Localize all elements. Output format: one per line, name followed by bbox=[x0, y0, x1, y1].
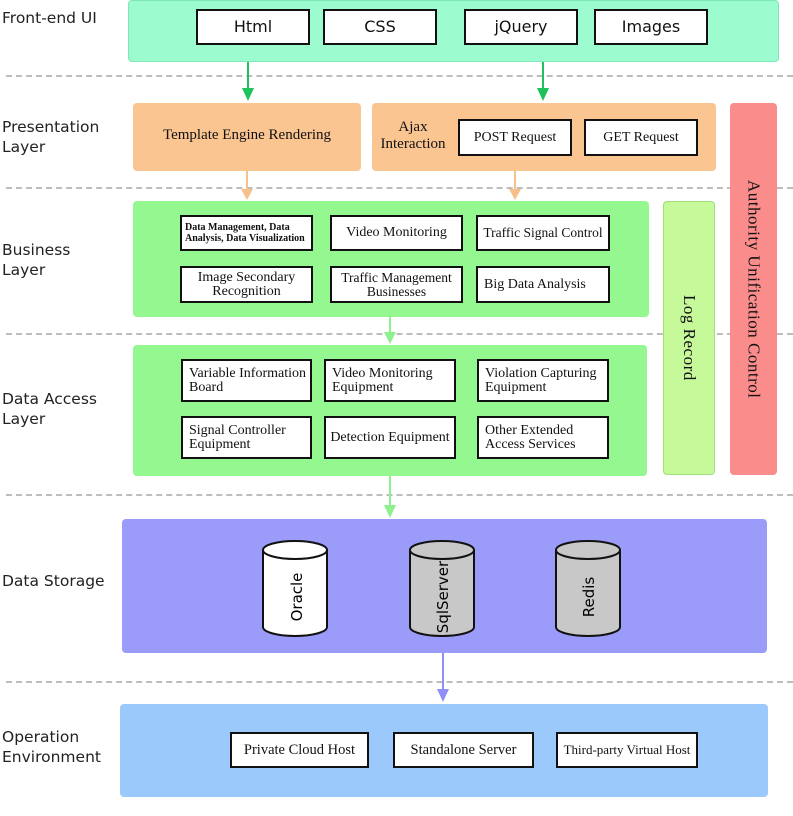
business-item-data-management: Data Management, Data Analysis, Data Vis… bbox=[180, 215, 313, 251]
layer-label-storage: Data Storage bbox=[2, 572, 105, 590]
log-record-panel: Log Record bbox=[663, 201, 715, 475]
layer-label-operation: Operation Environment bbox=[2, 728, 101, 766]
arrow-storage-to-operation bbox=[437, 653, 449, 702]
arrow-access-to-storage bbox=[384, 476, 396, 518]
arrow-template-to-business bbox=[241, 171, 253, 200]
business-item-traffic-management: Traffic Management Businesses bbox=[330, 266, 463, 303]
business-item-big-data: Big Data Analysis bbox=[476, 266, 610, 303]
db-label-oracle: Oracle bbox=[288, 573, 306, 622]
access-item-violation-capturing: Violation Capturing Equipment bbox=[477, 359, 609, 402]
database-oracle-icon: Oracle bbox=[262, 540, 328, 637]
db-label-redis: Redis bbox=[580, 577, 598, 618]
arrow-frontend-to-template bbox=[242, 62, 254, 101]
template-engine-label: Template Engine Rendering bbox=[162, 127, 332, 143]
post-request-box: POST Request bbox=[458, 119, 572, 156]
ajax-label: Ajax Interaction bbox=[380, 119, 446, 152]
template-engine-panel bbox=[133, 103, 361, 171]
separator bbox=[6, 494, 793, 496]
operation-item-standalone: Standalone Server bbox=[393, 732, 534, 768]
frontend-item-css: CSS bbox=[323, 9, 437, 45]
access-item-video-equipment: Video Monitoring Equipment bbox=[324, 359, 456, 402]
db-label-sqlserver: SqlServer bbox=[434, 560, 452, 633]
layer-label-frontend: Front-end UI bbox=[2, 9, 97, 27]
authority-label: Authority Unification Control bbox=[744, 179, 764, 399]
authority-panel: Authority Unification Control bbox=[730, 103, 777, 475]
layer-label-business: Business Layer bbox=[2, 241, 71, 279]
separator bbox=[6, 333, 793, 335]
operation-item-private-cloud: Private Cloud Host bbox=[230, 732, 369, 768]
separator bbox=[6, 681, 793, 683]
access-item-extended-services: Other Extended Access Services bbox=[477, 416, 609, 459]
separator bbox=[6, 75, 793, 77]
database-redis-icon: Redis bbox=[555, 540, 621, 637]
separator bbox=[6, 187, 793, 189]
arrow-frontend-to-ajax bbox=[537, 62, 549, 101]
access-item-signal-controller: Signal Controller Equipment bbox=[181, 416, 312, 459]
access-item-info-board: Variable Information Board bbox=[181, 359, 312, 402]
arrow-ajax-to-business bbox=[509, 171, 521, 200]
operation-item-virtual-host: Third-party Virtual Host bbox=[556, 732, 698, 768]
access-item-detection: Detection Equipment bbox=[324, 416, 456, 459]
storage-cylinders: Oracle SqlServer Redis bbox=[262, 540, 621, 637]
business-item-video-monitoring: Video Monitoring bbox=[330, 215, 463, 251]
frontend-item-html: Html bbox=[196, 9, 310, 45]
business-item-image-recognition: Image Secondary Recognition bbox=[180, 266, 313, 303]
layer-label-presentation: Presentation Layer bbox=[2, 118, 100, 156]
log-record-label: Log Record bbox=[680, 295, 699, 381]
database-sqlserver-icon: SqlServer bbox=[409, 540, 475, 637]
frontend-item-images: Images bbox=[594, 9, 708, 45]
business-item-traffic-signal: Traffic Signal Control bbox=[476, 215, 610, 251]
get-request-box: GET Request bbox=[584, 119, 698, 156]
layer-label-data-access: Data Access Layer bbox=[2, 390, 97, 428]
arrow-business-to-access bbox=[384, 317, 396, 344]
frontend-item-jquery: jQuery bbox=[464, 9, 578, 45]
